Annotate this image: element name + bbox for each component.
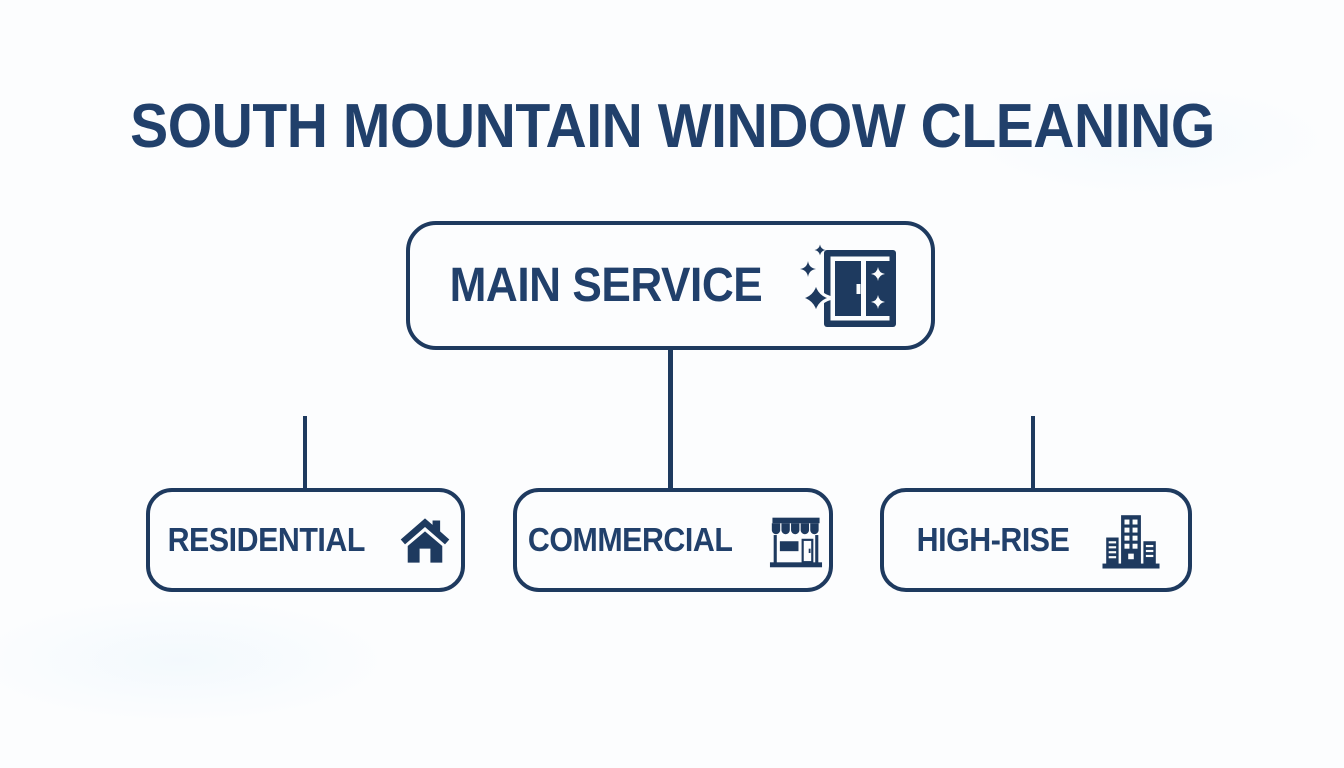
node-label: COMMERCIAL bbox=[519, 521, 741, 559]
connector-residential bbox=[303, 416, 307, 490]
storefront-icon bbox=[770, 517, 823, 568]
node-label-text: HIGH-RISE bbox=[916, 521, 1070, 558]
node-label: MAIN SERVICE bbox=[436, 258, 776, 313]
node-commercial: COMMERCIAL bbox=[513, 488, 833, 592]
node-label-text: COMMERCIAL bbox=[527, 521, 733, 558]
node-residential: RESIDENTIAL bbox=[146, 488, 465, 592]
node-label-text: MAIN SERVICE bbox=[449, 259, 762, 312]
sparkling-window-icon bbox=[799, 244, 897, 327]
page-title: SOUTH MOUNTAIN WINDOW CLEANING bbox=[0, 96, 1344, 158]
page-title-text: SOUTH MOUNTAIN WINDOW CLEANING bbox=[129, 92, 1215, 161]
connector-main-to-commercial bbox=[668, 349, 673, 490]
node-main-service: MAIN SERVICE bbox=[406, 221, 935, 350]
node-label: RESIDENTIAL bbox=[159, 521, 374, 559]
high-rise-buildings-icon bbox=[1102, 515, 1160, 569]
node-high-rise: HIGH-RISE bbox=[880, 488, 1192, 592]
node-label: HIGH-RISE bbox=[910, 521, 1076, 559]
node-label-text: RESIDENTIAL bbox=[167, 521, 366, 558]
house-icon bbox=[400, 518, 450, 563]
connector-high-rise bbox=[1031, 416, 1035, 490]
